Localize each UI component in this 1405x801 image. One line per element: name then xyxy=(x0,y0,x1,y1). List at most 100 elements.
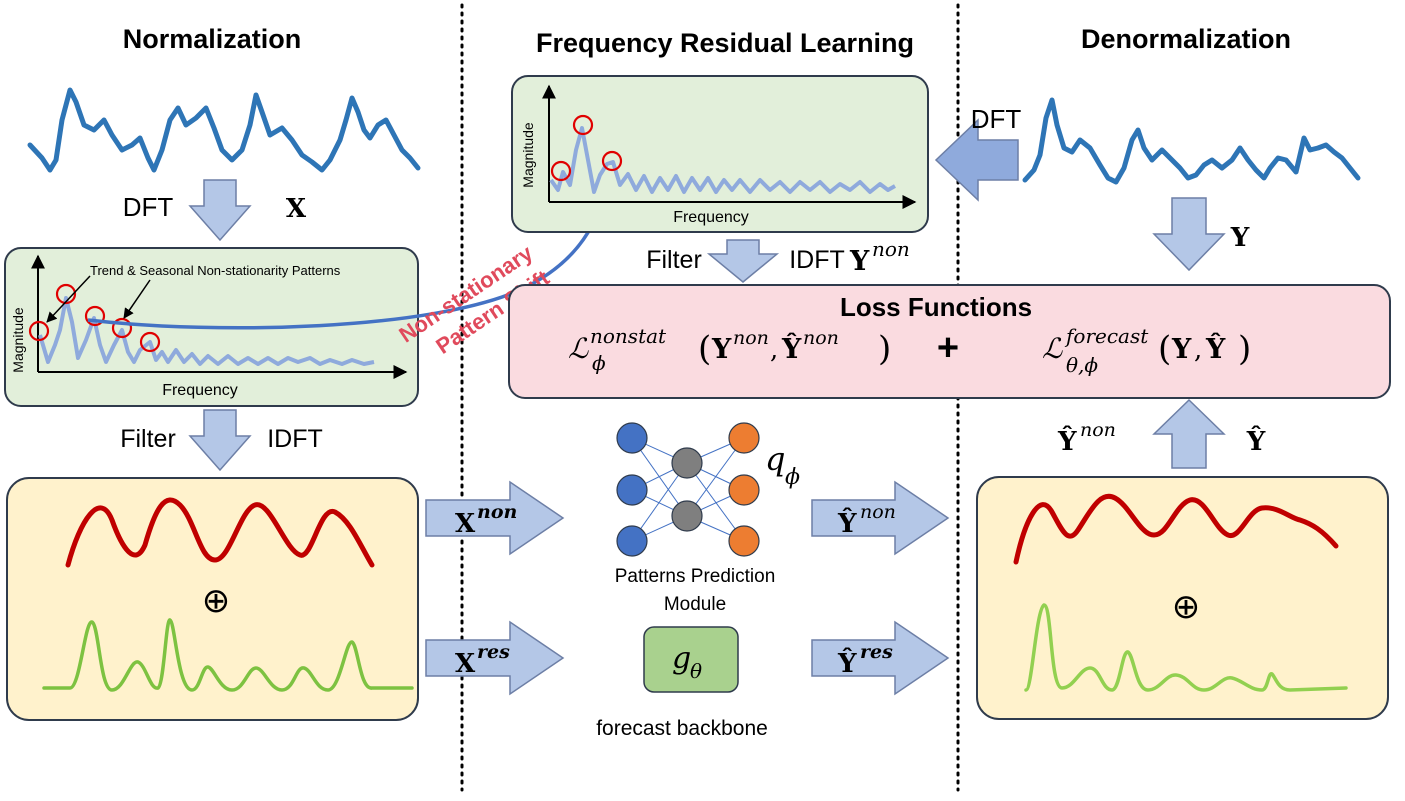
q-symbol: q xyxy=(765,440,785,478)
q-phi-sub: ϕ xyxy=(785,465,800,490)
loss-forecast-y: Y xyxy=(1171,334,1192,365)
loss-nonstat-L: ℒ xyxy=(568,332,589,365)
dft-arrow-down-left xyxy=(188,179,252,242)
x-non-label: X non xyxy=(455,501,517,539)
spectrum-left-magnitude-label: Magnitude xyxy=(10,307,26,373)
loss-forecast-comma: , xyxy=(1194,335,1202,365)
symbol-y-target: Y xyxy=(1230,223,1250,253)
loss-functions-title: Loss Functions xyxy=(840,292,1032,322)
dft-label-right: DFT xyxy=(971,104,1022,134)
highlight-circle xyxy=(550,160,572,182)
loss-nonstat-yhat-sup: non xyxy=(803,327,839,349)
y-hat-non-label-right: Ŷ non xyxy=(1057,419,1116,457)
filter-label-left: Filter xyxy=(120,425,176,453)
loss-nonstat-sub: ϕ xyxy=(592,351,606,375)
spectrum-left-frequency-label: Frequency xyxy=(162,382,238,399)
g-theta-label: g θ xyxy=(672,641,702,683)
forecast-backbone-box xyxy=(643,626,739,693)
loss-plus: + xyxy=(937,327,959,369)
y-hat-res-sup: res xyxy=(860,641,893,663)
x-res-label: X res xyxy=(455,641,510,679)
residual-series-left xyxy=(42,618,414,692)
loss-nonstat-y: Y xyxy=(711,334,732,365)
y-hat-label-right: Ŷ xyxy=(1246,425,1266,457)
target-series-y xyxy=(1022,97,1361,185)
highlight-circle xyxy=(28,320,50,342)
loss-functions-panel xyxy=(508,284,1391,399)
highlight-circle xyxy=(84,305,106,327)
decomposition-panel-right xyxy=(976,476,1389,720)
y-hat-non-base: Ŷ xyxy=(837,507,857,539)
loss-forecast-open: ( xyxy=(1158,329,1171,369)
y-hat-non-right-base: Ŷ xyxy=(1057,425,1077,457)
residual-series-right xyxy=(1024,603,1348,692)
y-hat-non-sup: non xyxy=(860,501,896,523)
idft-label-left: IDFT xyxy=(267,425,323,453)
y-hat-non-arrow xyxy=(811,480,950,556)
x-non-arrow xyxy=(425,480,565,556)
y-non-top-sup: non xyxy=(872,237,910,261)
input-series-x xyxy=(27,87,421,173)
patterns-module-label-line2: Module xyxy=(664,594,726,615)
x-non-sup: non xyxy=(477,501,517,523)
loss-forecast-sup: forecast xyxy=(1064,324,1149,348)
q-phi-label: q ϕ xyxy=(765,440,800,490)
oplus-right: ⊕ xyxy=(1172,587,1201,627)
loss-forecast-sub: θ,ϕ xyxy=(1066,353,1098,377)
forecast-backbone-label: forecast backbone xyxy=(596,717,768,740)
idft-label-middle: IDFT xyxy=(789,246,845,274)
spectrum-middle-magnitude-label: Magnitude xyxy=(520,122,536,188)
spectrum-middle-frequency-label: Frequency xyxy=(673,209,749,226)
nonstationary-series-left xyxy=(65,497,375,568)
annotation-pointer-2 xyxy=(123,279,151,319)
filter-arrow-down-left xyxy=(188,409,252,472)
highlight-circle xyxy=(111,317,133,339)
y-non-top-base: Y xyxy=(849,246,870,277)
y-hat-res-arrow xyxy=(811,620,950,696)
output-node xyxy=(728,422,760,454)
loss-nonstat-y-sup: non xyxy=(733,327,769,349)
heading-denormalization: Denormalization xyxy=(1081,24,1291,54)
output-node xyxy=(728,474,760,506)
symbol-x-input: X xyxy=(286,194,307,224)
dft-label-left: DFT xyxy=(123,192,174,222)
loss-forecast-L: ℒ xyxy=(1042,332,1063,365)
x-res-sup: res xyxy=(477,641,510,663)
g-symbol: g xyxy=(672,641,691,676)
loss-nonstat-open: ( xyxy=(698,329,711,369)
hidden-node xyxy=(671,500,703,532)
y-hat-non-right-sup: non xyxy=(1080,419,1116,441)
y-hat-res-label-arrow: Ŷ res xyxy=(837,641,893,679)
spectrum-panel-middle xyxy=(511,75,929,233)
loss-nonstat-close: ) xyxy=(878,329,891,369)
y-arrow-down-right xyxy=(1152,197,1226,272)
patterns-module-label-line1: Patterns Prediction xyxy=(615,566,776,587)
trend-seasonal-annotation: Trend & Seasonal Non-stationarity Patter… xyxy=(90,263,341,278)
highlight-circle xyxy=(139,331,161,353)
highlight-circle xyxy=(55,283,77,305)
heading-frequency-residual: Frequency Residual Learning xyxy=(536,28,914,58)
y-hat-res-base: Ŷ xyxy=(837,647,857,679)
highlight-circles-left xyxy=(28,283,161,353)
highlight-circle xyxy=(601,150,623,172)
x-non-base: X xyxy=(455,509,476,539)
g-theta-sub: θ xyxy=(690,659,702,683)
y-hat-non-label-arrow: Ŷ non xyxy=(837,501,896,539)
loss-nonstat-comma: , xyxy=(770,335,778,365)
input-node xyxy=(616,474,648,506)
x-res-base: X xyxy=(455,649,476,679)
loss-forecast-close: ) xyxy=(1238,329,1251,369)
nonstationary-series-right xyxy=(1013,493,1339,565)
loss-nonstat-yhat: Ŷ xyxy=(781,332,802,365)
y-non-label-top: Y non xyxy=(849,237,910,277)
input-node xyxy=(616,525,648,557)
annotation-pointer-1 xyxy=(46,275,91,323)
loss-nonstat-term: ℒ nonstat ϕ ( Y non , Ŷ non ) xyxy=(568,324,891,375)
y-hat-arrow-up-right xyxy=(1152,398,1226,469)
heading-normalization: Normalization xyxy=(123,24,302,54)
filter-arrow-down-middle xyxy=(706,239,780,283)
dft-arrow-left-right xyxy=(934,118,1019,202)
oplus-left: ⊕ xyxy=(202,581,231,621)
output-node xyxy=(728,525,760,557)
loss-forecast-term: ℒ forecast θ,ϕ ( Y , Ŷ ) xyxy=(1042,324,1251,377)
